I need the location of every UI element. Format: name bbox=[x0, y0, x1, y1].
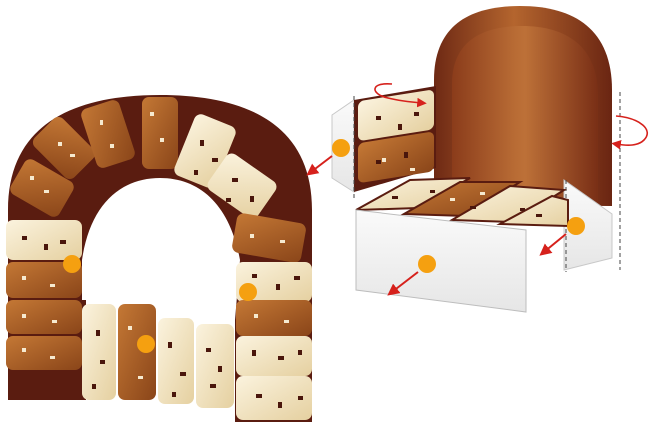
fold-marker-dot bbox=[137, 335, 155, 353]
fold-marker-dot bbox=[63, 255, 81, 273]
fold-marker-dot bbox=[332, 139, 350, 157]
brick bbox=[6, 300, 82, 334]
folded-assembly bbox=[311, 6, 647, 312]
brick bbox=[236, 336, 312, 376]
front-panel bbox=[356, 210, 526, 312]
arch-left-column bbox=[6, 220, 82, 370]
brick bbox=[6, 336, 82, 370]
brick bbox=[6, 220, 82, 260]
brick bbox=[196, 324, 234, 408]
brick bbox=[82, 304, 116, 400]
fold-direction-arrow bbox=[311, 156, 332, 172]
brick bbox=[236, 300, 312, 336]
fold-marker-dot bbox=[567, 217, 585, 235]
brick bbox=[118, 304, 156, 400]
arch-template bbox=[6, 95, 312, 422]
fold-marker-dot bbox=[239, 283, 257, 301]
arch-floor-row bbox=[82, 304, 234, 408]
fold-direction-arrow bbox=[544, 234, 566, 252]
brick bbox=[142, 97, 178, 169]
fold-marker-dot bbox=[418, 255, 436, 273]
brick bbox=[158, 318, 194, 404]
dome-inner-face bbox=[452, 26, 598, 206]
rotation-arrow bbox=[616, 116, 647, 145]
